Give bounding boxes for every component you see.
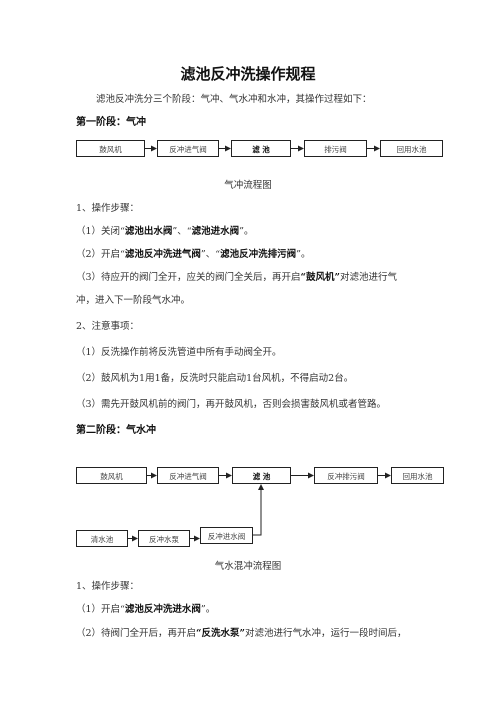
flow2-clear-water-pool: 清水池: [76, 530, 128, 547]
stage2-heading: 第二阶段：气水冲: [76, 425, 156, 436]
stage2-step1: （1）开启“滤池反冲洗进水阀”。: [76, 604, 216, 615]
flow1-blower: 鼓风机: [76, 140, 145, 157]
stage1-notes-title: 2、注意事项：: [76, 321, 140, 332]
stage1-step2: （2）开启“滤池反冲洗进气阀”、“滤池反冲洗排污阀”。: [76, 249, 311, 260]
flow2-drain-valve: 反冲排污阀: [314, 467, 378, 484]
stage1-step3-cont: 冲，进入下一阶段气水冲。: [76, 295, 191, 306]
stage1-note1: （1）反洗操作前将反洗管道中所有手动阀全开。: [76, 347, 282, 358]
document-title: 滤池反冲洗操作规程: [180, 65, 316, 83]
flow2-water-inlet-valve: 反冲进水阀: [200, 527, 253, 544]
flow1-air-inlet-valve: 反冲进气阀: [157, 140, 219, 157]
stage1-caption: 气冲流程图: [224, 180, 272, 191]
stage1-note3: （3）需先开鼓风机前的阀门，再开鼓风机，否则会损害鼓风机或者管路。: [76, 399, 387, 410]
stage2-step2: （2）待阀门全开后，再开启“反洗水泵”对滤池进行气水冲，运行一段时间后，: [76, 628, 407, 639]
flow1-reuse-pool: 回用水池: [380, 140, 443, 157]
stage1-heading: 第一阶段：气冲: [76, 117, 146, 128]
intro-text: 滤池反冲洗分三个阶段：气冲、气水冲和水冲，其操作过程如下：: [96, 94, 372, 105]
stage1-note2: （2）鼓风机为1用1备，反洗时只能启动1台风机，不得启动2台。: [76, 373, 354, 384]
flow2-filter: 滤 池: [232, 467, 291, 484]
stage1-step3: （3）待应开的阀门全开，应关的阀门全关后，再开启“鼓风机”对滤池进行气: [76, 272, 397, 283]
stage1-steps-title: 1、操作步骤：: [76, 203, 140, 214]
flow1-drain-valve: 排污阀: [304, 140, 367, 157]
flow2-air-inlet-valve: 反冲进气阀: [157, 467, 219, 484]
stage2-steps-title: 1、操作步骤：: [76, 581, 140, 592]
arrow-s2-7: [253, 484, 264, 536]
flow1-filter: 滤 池: [231, 140, 291, 157]
stage1-step1: （1）关闭“滤池出水阀”、“滤池进水阀”。: [76, 226, 254, 237]
flow2-reuse-pool: 回用水池: [391, 467, 444, 484]
stage2-caption: 气水混冲流程图: [214, 561, 282, 572]
flow2-blower: 鼓风机: [76, 467, 147, 484]
flow2-backwash-pump: 反冲水泵: [138, 530, 190, 547]
